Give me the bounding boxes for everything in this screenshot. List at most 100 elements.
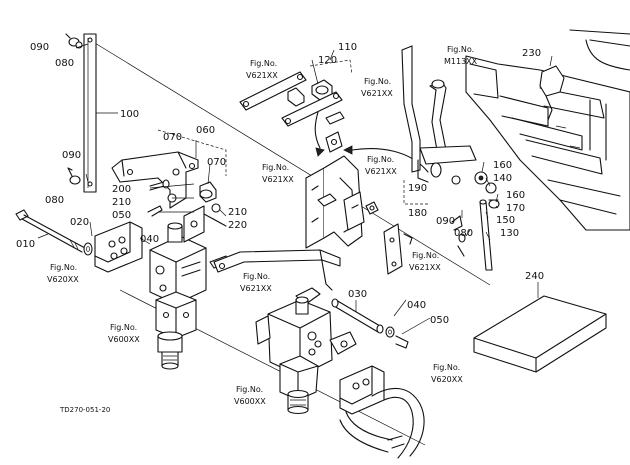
- part-number: 210: [228, 207, 247, 218]
- rod-100: [83, 33, 118, 193]
- reference-line: [89, 39, 491, 286]
- fig-ref: Fig.No. V621XX: [246, 59, 278, 80]
- svg-text:Fig.No.: Fig.No.: [110, 323, 137, 332]
- part-number: 240: [525, 271, 544, 282]
- part-number: 120: [318, 55, 337, 66]
- part-number: 080: [55, 58, 74, 69]
- part-number: 080: [45, 195, 64, 206]
- rod-130: [479, 199, 493, 271]
- svg-text:Fig.No.: Fig.No.: [236, 385, 263, 394]
- operator-console: [465, 29, 630, 231]
- part-number: 150: [496, 215, 515, 226]
- part-number: 070: [207, 157, 226, 168]
- svg-text:V621XX: V621XX: [361, 89, 393, 98]
- link-upper: [239, 59, 353, 127]
- svg-text:M113XX: M113XX: [444, 57, 478, 66]
- svg-text:Fig.No.: Fig.No.: [433, 363, 460, 372]
- valve-body-center: [255, 296, 357, 401]
- part-number: 020: [70, 217, 89, 228]
- pin-030: [331, 298, 384, 334]
- svg-text:V621XX: V621XX: [409, 263, 441, 272]
- leaders: [37, 43, 499, 335]
- fig-ref: Fig.No. V621XX: [409, 251, 441, 272]
- fig-ref: Fig.No. V600XX: [108, 323, 140, 344]
- part-number: 170: [506, 203, 525, 214]
- fig-ref: Fig.No. V600XX: [234, 385, 266, 406]
- bolt-010: [15, 209, 86, 253]
- fig-ref: Fig.No. V621XX: [365, 155, 397, 176]
- part-number: 160: [493, 160, 512, 171]
- manual-240: [473, 282, 607, 373]
- bushing-070: [199, 181, 217, 203]
- cotter-090-right: [451, 215, 466, 257]
- connection-arrow-right: [343, 145, 429, 173]
- svg-text:Fig.No.: Fig.No.: [367, 155, 394, 164]
- washer-040-mid: [385, 326, 395, 338]
- part-number: 010: [16, 239, 35, 250]
- middle-bracket: [305, 131, 379, 249]
- part-number: 090: [30, 42, 49, 53]
- washer-020: [83, 242, 93, 256]
- lever-assembly-right: [401, 45, 477, 205]
- svg-text:Fig.No.: Fig.No.: [364, 77, 391, 86]
- part-number: 100: [120, 109, 139, 120]
- cylinder-left: [157, 331, 183, 370]
- part-number: 110: [338, 42, 357, 53]
- part-number: 090: [62, 150, 81, 161]
- svg-text:Fig.No.: Fig.No.: [262, 163, 289, 172]
- part-number: 050: [112, 210, 131, 221]
- fig-ref: Fig.No. V621XX: [361, 77, 393, 98]
- bracket-060: [111, 129, 227, 209]
- fig-ref: Fig.No. V620XX: [431, 363, 463, 384]
- part-number: 040: [407, 300, 426, 311]
- fig-ref: Fig.No. M113XX: [444, 45, 478, 66]
- fig-ref: Fig.No. V621XX: [240, 272, 272, 293]
- svg-text:V621XX: V621XX: [262, 175, 294, 184]
- hoses: [339, 387, 425, 459]
- valve-plate: [94, 221, 143, 273]
- valve-plate-lower: [339, 365, 385, 415]
- pin-090-mid: [67, 167, 81, 185]
- svg-text:V620XX: V620XX: [47, 275, 79, 284]
- cotter-050-left: [147, 205, 163, 217]
- small-plate: [383, 223, 413, 275]
- svg-text:Fig.No.: Fig.No.: [50, 263, 77, 272]
- part-number: 080: [454, 228, 473, 239]
- part-number: 090: [436, 216, 455, 227]
- svg-text:Fig.No.: Fig.No.: [412, 251, 439, 260]
- bolt-200: [149, 179, 170, 191]
- part-number-labels: 090 080 100 090 080 020 010 070 060 070 …: [16, 42, 544, 326]
- svg-text:V621XX: V621XX: [246, 71, 278, 80]
- valve-body-left: [149, 205, 231, 339]
- part-number: 210: [112, 197, 131, 208]
- fig-ref: Fig.No. V621XX: [262, 163, 294, 184]
- cotter-050-mid: [395, 335, 409, 349]
- svg-text:Fig.No.: Fig.No.: [447, 45, 474, 54]
- svg-text:V621XX: V621XX: [240, 284, 272, 293]
- part-number: 160: [506, 190, 525, 201]
- part-number: 040: [140, 234, 159, 245]
- svg-text:V621XX: V621XX: [365, 167, 397, 176]
- part-number: 050: [430, 315, 449, 326]
- document-code: TD270-051-20: [59, 406, 110, 414]
- svg-text:V600XX: V600XX: [108, 335, 140, 344]
- lower-link-rod: [213, 249, 341, 305]
- svg-text:V600XX: V600XX: [234, 397, 266, 406]
- part-number: 030: [348, 289, 367, 300]
- part-number: 230: [522, 48, 541, 59]
- cylinder-center: [287, 389, 309, 415]
- pin-090-top: [65, 33, 83, 49]
- part-number: 130: [500, 228, 519, 239]
- svg-text:Fig.No.: Fig.No.: [243, 272, 270, 281]
- part-number: 180: [408, 208, 427, 219]
- figure-references: Fig.No. V621XX Fig.No. V621XX Fig.No. M1…: [47, 45, 478, 406]
- part-number: 190: [408, 183, 427, 194]
- part-number: 140: [493, 173, 512, 184]
- part-number: 060: [196, 125, 215, 136]
- svg-text:Fig.No.: Fig.No.: [250, 59, 277, 68]
- connection-arrow: [314, 111, 325, 157]
- part-number: 070: [163, 132, 182, 143]
- part-number: 200: [112, 184, 131, 195]
- knob-230: [539, 55, 565, 121]
